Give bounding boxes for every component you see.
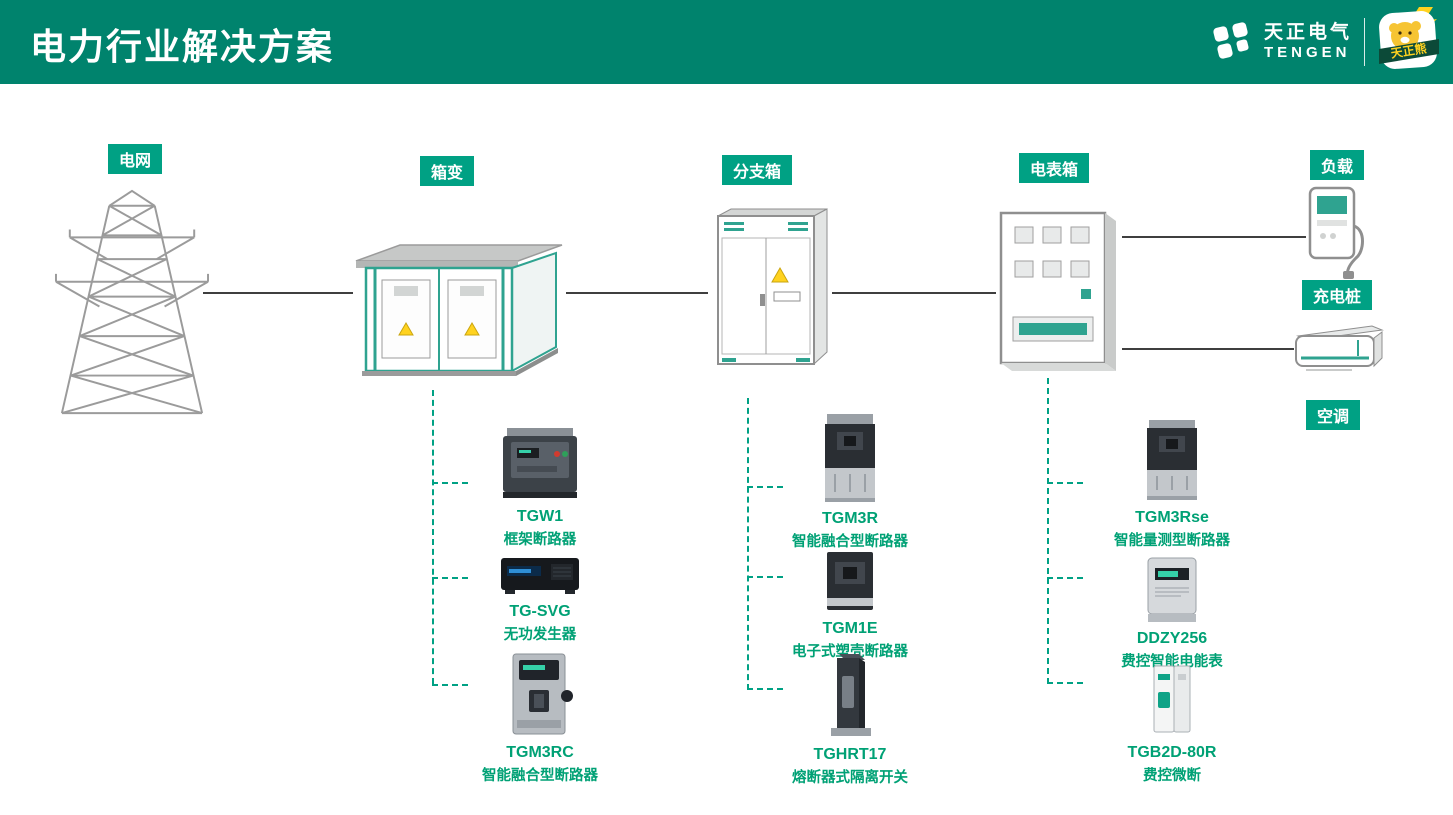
warning-triangle-icon [398,322,414,336]
tgb2d-80r-product-image [1153,665,1191,733]
warning-triangle-icon [771,266,789,283]
product-model: TGHRT17 [813,746,887,763]
dashed-branch [747,486,783,488]
connector-branch-to-meter [832,292,996,294]
brand-area: 天正电气 TENGEN 天正熊 [1210,0,1441,84]
ddzy256-product-image [1147,557,1197,622]
dashed-branch [1047,577,1083,579]
product-desc: 智能融合型断路器 [482,768,598,784]
warning-triangle-icon [464,322,480,336]
product-model: TGM3RC [506,744,574,761]
air-conditioner-illustration [1292,318,1384,382]
product-card-ddzy256: DDZY256 费控智能电能表 [1102,556,1242,671]
product-desc: 电子式塑壳断路器 [792,644,908,660]
connector-transformer-to-branch [566,292,708,294]
dashed-branch [747,576,783,578]
product-desc: 智能融合型断路器 [792,534,908,550]
mascot-label: 天正熊 [1390,40,1428,60]
product-card-tghrt17: TGHRT17 熔断器式隔离开关 [780,650,920,787]
dashed-branch [432,684,468,686]
header-banner: 电力行业解决方案 天正电气 TENGEN [0,0,1453,84]
tgm3rc-product-image [512,653,573,735]
product-card-tgw1: TGW1 框架断路器 [470,424,610,549]
product-model: TGB2D-80R [1127,744,1217,761]
node-label-branch-box: 分支箱 [722,155,793,185]
tgm3rse-product-image [1147,420,1197,500]
product-desc: 费控智能电能表 [1121,654,1223,670]
dashed-connector-branch-box [747,398,749,690]
dashed-branch [1047,682,1083,684]
product-card-tgm3rc: TGM3RC 智能融合型断路器 [470,650,610,785]
charging-pile-illustration [1306,186,1368,281]
product-desc: 智能量测型断路器 [1114,533,1230,549]
product-card-tgm3r: TGM3R 智能融合型断路器 [780,412,920,551]
box-transformer-illustration [352,205,567,377]
node-label-charging-pile: 充电桩 [1302,280,1373,310]
grid-tower-illustration [48,188,216,420]
dashed-connector-transformer [432,390,434,684]
product-desc: 无功发生器 [503,627,577,643]
product-card-tgm3rse: TGM3Rse 智能量测型断路器 [1102,418,1242,550]
product-desc: 熔断器式隔离开关 [792,770,908,786]
connector-meter-to-ac [1122,348,1294,350]
product-model: DDZY256 [1136,630,1208,647]
dashed-branch [1047,482,1083,484]
dashed-branch [432,482,468,484]
meter-box-illustration [995,205,1125,375]
node-label-air-conditioner: 空调 [1306,400,1361,430]
product-model: TGM1E [822,620,878,637]
page-title: 电力行业解决方案 [30,26,335,67]
node-label-transformer: 箱变 [420,156,475,186]
brand-name-en: TENGEN [1263,44,1351,62]
brand-text: 天正电气 TENGEN [1264,22,1352,61]
mascot-badge: 天正熊 [1377,6,1441,79]
node-label-load: 负载 [1310,150,1365,180]
product-card-tgm1e: TGM1E 电子式塑壳断路器 [780,550,920,661]
tg-svg-product-image [501,558,579,594]
tgm1e-product-image [827,552,873,610]
product-model: TGW1 [516,508,564,525]
tghrt17-product-image [831,654,871,736]
product-card-tgb2d-80r: TGB2D-80R 费控微断 [1102,662,1242,785]
header-divider [1364,18,1365,66]
branch-box-illustration [708,204,833,376]
product-desc: 费控微断 [1143,768,1201,784]
dashed-branch [432,577,468,579]
node-label-grid: 电网 [108,144,163,174]
connector-meter-to-charger [1122,236,1306,238]
tgw1-product-image [503,428,577,498]
connector-grid-to-transformer [203,292,353,294]
dashed-branch [747,688,783,690]
product-model: TGM3R [822,510,878,527]
brand-name-cn: 天正电气 [1263,22,1352,44]
node-label-meter-box: 电表箱 [1019,153,1090,183]
tgm3r-product-image [825,414,875,502]
product-card-tg-svg: TG-SVG 无功发生器 [470,552,610,644]
dashed-connector-meter-box [1047,378,1049,684]
product-desc: 框架断路器 [503,532,577,548]
product-model: TG-SVG [509,603,571,620]
tengen-logo-icon [1210,19,1252,66]
product-model: TGM3Rse [1135,509,1209,526]
